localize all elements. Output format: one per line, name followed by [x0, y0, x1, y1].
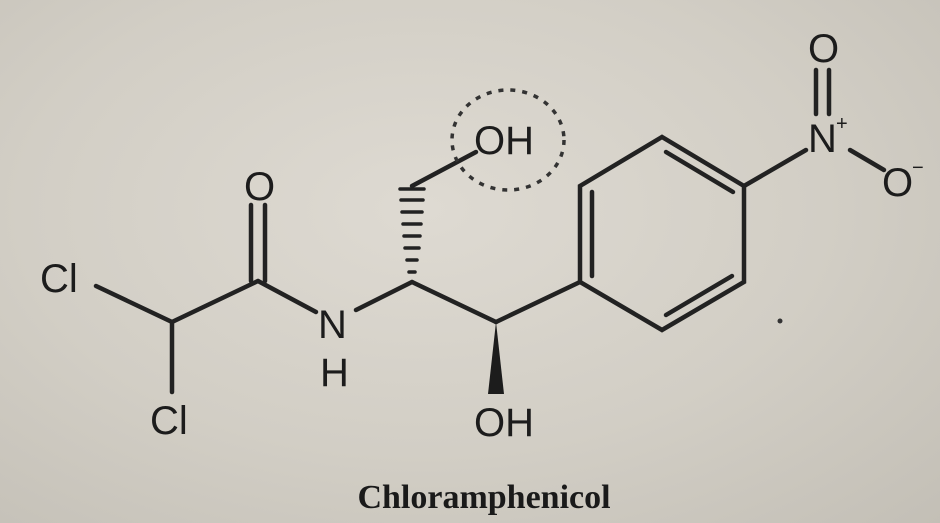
atom-carbonyl-o: O	[244, 165, 275, 209]
bond-ch2-o	[409, 149, 479, 189]
atom-oh-primary: OH	[474, 119, 534, 163]
solid-wedge-bond	[488, 322, 504, 394]
bond-n-c2	[353, 279, 415, 313]
bond-cl-ch	[93, 283, 175, 325]
nitro-o-charge: −	[912, 157, 924, 179]
atom-amide-h: H	[320, 351, 349, 395]
hashed-wedge-bond	[398, 187, 426, 274]
molecule-name: Chloramphenicol	[357, 479, 610, 516]
atom-nitro-o-right: O	[882, 161, 913, 205]
ring-double-2	[663, 149, 736, 195]
atom-cl-top: Cl	[40, 257, 78, 301]
ring-double-3	[663, 273, 735, 318]
atom-amide-n: N	[318, 303, 347, 347]
atom-nitro-n: N	[808, 117, 837, 161]
benzene-ring	[577, 134, 747, 333]
bond-c-n	[255, 278, 319, 315]
atom-nitro-o-top: O	[808, 27, 839, 71]
highlight-circle	[450, 88, 566, 192]
bond-n-o-right	[847, 147, 887, 173]
atom-cl-bottom: Cl	[150, 399, 188, 443]
bond-c1-ring	[493, 279, 583, 325]
bond-ch-c	[169, 278, 261, 325]
atom-oh-secondary: OH	[474, 401, 534, 445]
stray-dot	[777, 318, 783, 324]
bond-c2-c1	[409, 279, 499, 325]
bond-ring-n	[741, 147, 809, 189]
nitro-n-charge: +	[836, 113, 848, 135]
